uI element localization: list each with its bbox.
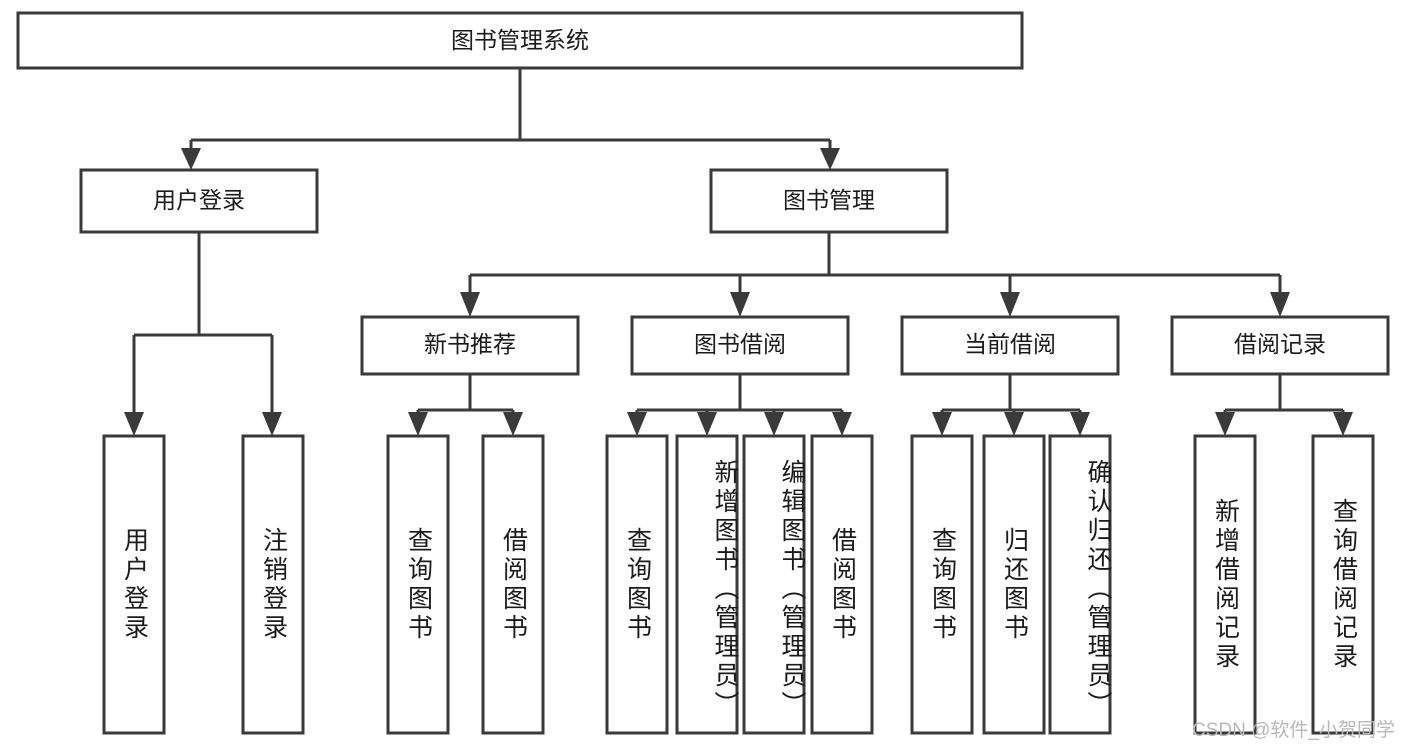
leaf-box-user-login[interactable] (102, 434, 166, 735)
arrow-head-icon (932, 412, 952, 436)
arrow-head-icon (627, 412, 647, 436)
arrow-head-icon (1000, 292, 1020, 317)
node-box (900, 315, 1120, 376)
node-box (16, 11, 1024, 70)
connector-bookborrow-to-leaves (627, 374, 852, 436)
arrow-head-icon (408, 412, 428, 436)
arrow-head-icon (181, 148, 201, 170)
arrow-head-icon (1004, 412, 1024, 436)
leaf-box-borrow-book[interactable] (810, 434, 874, 735)
connector-newbook-to-leaves (408, 374, 523, 436)
leaf-box-query-book-recommend[interactable] (386, 434, 450, 735)
arrow-head-icon (1070, 412, 1090, 436)
arrow-head-icon (1333, 412, 1353, 436)
node-label: 借阅记录 (1234, 331, 1326, 357)
node-current-borrow[interactable]: 当前借阅 (900, 315, 1120, 376)
connector-root-to-level2 (181, 68, 840, 170)
arrow-head-icon (697, 412, 717, 436)
node-borrow-record[interactable]: 借阅记录 (1170, 315, 1390, 376)
node-book-borrow[interactable]: 图书借阅 (630, 315, 850, 376)
connector-borrowrecord-to-leaves (1215, 374, 1353, 436)
leaf-box-confirm-return-admin[interactable] (1048, 434, 1112, 735)
arrow-head-icon (764, 412, 784, 436)
leaf-box-return-book[interactable] (982, 434, 1046, 735)
node-user-login[interactable]: 用户登录 (79, 168, 319, 234)
connector-currentborrow-to-leaves (932, 374, 1090, 436)
node-label: 图书管理系统 (451, 27, 589, 53)
node-label: 图书管理 (783, 187, 875, 213)
watermark-text: CSDN @软件_小贺同学 (1192, 720, 1395, 741)
arrow-head-icon (262, 412, 282, 436)
leaf-box-query-book-borrow[interactable] (605, 434, 669, 735)
node-new-book-recommend[interactable]: 新书推荐 (360, 315, 580, 376)
node-box (79, 168, 319, 234)
node-book-management[interactable]: 图书管理 (709, 168, 949, 234)
node-box (630, 315, 850, 376)
node-label: 图书借阅 (694, 331, 786, 357)
leaf-box-logout-login[interactable] (241, 434, 305, 735)
leaf-box-edit-book-admin[interactable] (742, 434, 806, 735)
leaf-box-query-book-current[interactable] (910, 434, 974, 735)
node-label: 用户登录 (153, 187, 245, 213)
arrow-head-icon (460, 292, 480, 317)
node-label: 新书推荐 (424, 331, 516, 357)
node-label: 当前借阅 (964, 331, 1056, 357)
node-root-book-management-system[interactable]: 图书管理系统 (16, 11, 1024, 70)
connector-bookmgmt-to-level3 (460, 232, 1290, 317)
node-box (709, 168, 949, 234)
arrow-head-icon (820, 148, 840, 170)
connector-userlogin-to-leaves (124, 232, 282, 436)
leaf-box-add-book-admin[interactable] (675, 434, 739, 735)
node-box (360, 315, 580, 376)
arrow-head-icon (503, 412, 523, 436)
arrow-head-icon (124, 412, 144, 436)
arrow-head-icon (1270, 292, 1290, 317)
arrow-head-icon (832, 412, 852, 436)
arrow-head-icon (730, 292, 750, 317)
leaf-box-query-borrow-record[interactable] (1311, 434, 1375, 735)
leaf-box-add-borrow-record[interactable] (1193, 434, 1257, 735)
node-box (1170, 315, 1390, 376)
arrow-head-icon (1215, 412, 1235, 436)
leaf-box-borrow-book-recommend[interactable] (481, 434, 545, 735)
